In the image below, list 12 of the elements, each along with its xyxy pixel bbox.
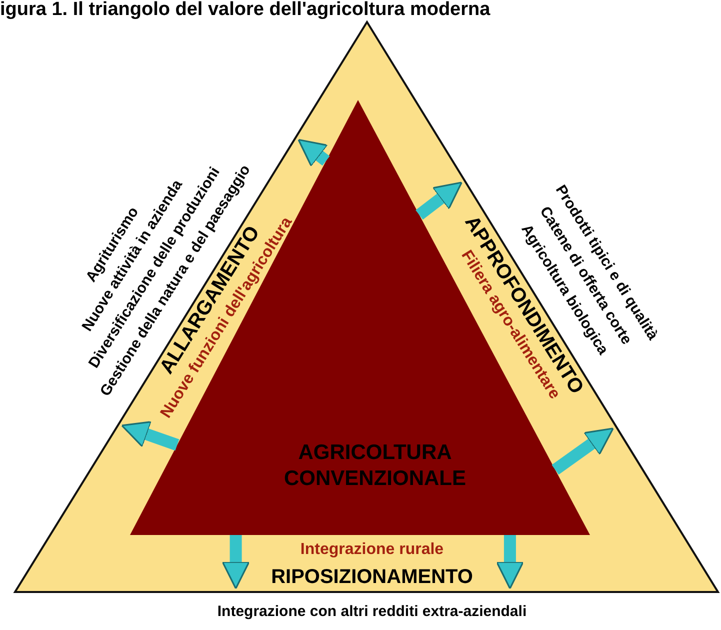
outer-triangle [15, 22, 718, 592]
arrow [121, 421, 180, 451]
figure-title: igura 1. Il triangolo del valore dell'agricoltura moderna [0, 0, 490, 22]
footer-note: Integrazione con altri redditi extra-aziendali [217, 602, 527, 622]
arrow [222, 535, 250, 590]
arrow [496, 535, 524, 590]
side-subheading: Integrazione rurale [300, 540, 444, 560]
center-title: AGRICOLTURA CONVENZIONALE [282, 440, 467, 492]
arrow [552, 428, 614, 475]
side-heading: RIPOSIZIONAMENTO [271, 565, 473, 590]
arrow [298, 138, 330, 167]
arrow [416, 182, 462, 220]
